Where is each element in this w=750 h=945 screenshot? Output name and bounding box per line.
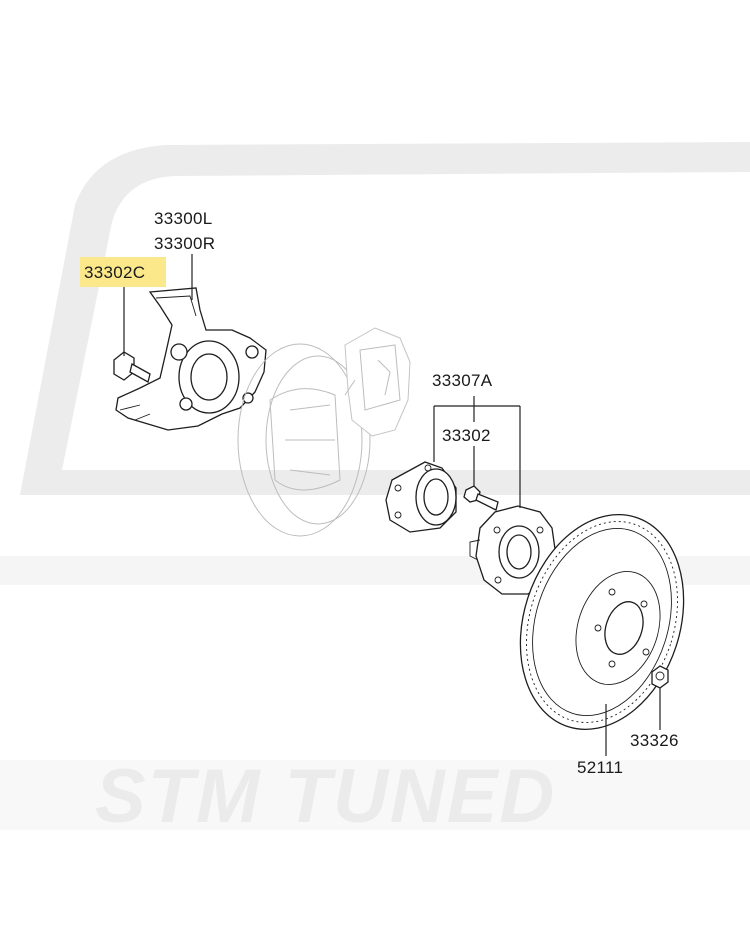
- steering-knuckle-part: [115, 287, 267, 431]
- label-33302C: 33302C: [84, 263, 145, 282]
- brake-rotor-part: [519, 513, 685, 731]
- highlight-box: [80, 257, 166, 287]
- label-33300R: 33300R: [154, 234, 215, 253]
- backing-plate-ghost: [237, 327, 411, 537]
- label-33302: 33302: [442, 426, 491, 445]
- leader-lines: [123, 254, 661, 756]
- hub-bearing-part: [385, 461, 457, 533]
- label-33307A: 33307A: [432, 371, 493, 390]
- label-33300L: 33300L: [154, 209, 213, 228]
- knuckle-bolt-part: [113, 351, 151, 383]
- label-33326: 33326: [630, 731, 679, 750]
- hub-flange-part: [469, 505, 557, 595]
- watermark-brand: STM TUNED: [95, 754, 556, 839]
- rotor-screw-part: [651, 665, 669, 689]
- label-52111: 52111: [577, 758, 623, 777]
